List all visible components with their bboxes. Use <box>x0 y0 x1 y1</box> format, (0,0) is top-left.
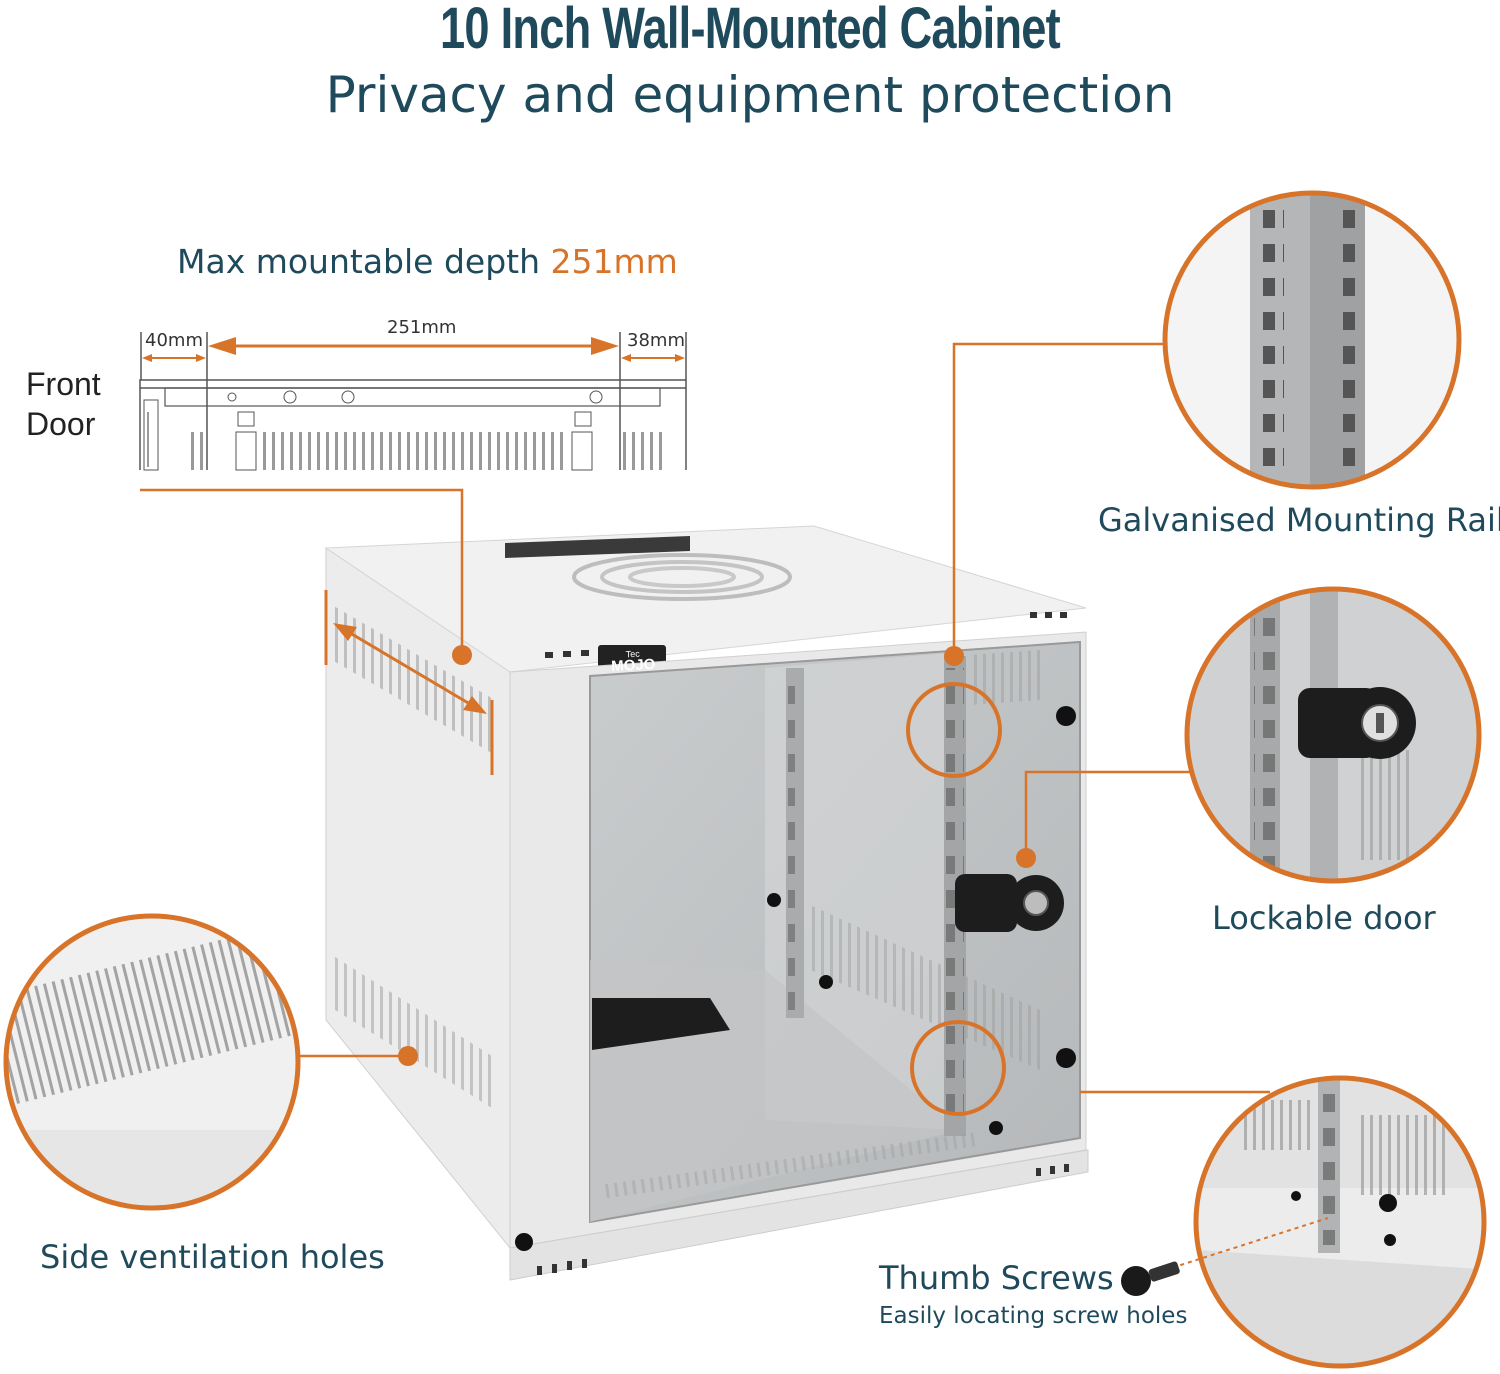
leader-lock <box>1024 770 1190 858</box>
door-screw <box>1056 706 1076 726</box>
floor-cable-opening <box>592 998 730 1050</box>
detail-thumb-ring <box>1193 1075 1487 1369</box>
detail-rail-ring <box>1162 190 1462 490</box>
screw-hole <box>341 390 355 404</box>
top-plate-outline <box>139 379 687 389</box>
side-depth-arrow <box>344 628 476 709</box>
leader-depth <box>140 488 464 655</box>
top-fan-grille <box>572 553 792 601</box>
callout-thumb-subtitle: Easily locating screw holes <box>879 1303 1188 1329</box>
callout-lock-label: Lockable door <box>1212 899 1436 937</box>
depth-heading-prefix: Max mountable depth <box>177 242 540 281</box>
marker-depth <box>452 645 472 665</box>
front-door-edge <box>143 399 159 471</box>
callout-rail-label: Galvanised Mounting Rail <box>1098 501 1500 539</box>
door-lock-handle <box>955 874 1017 932</box>
page-subtitle: Privacy and equipment protection <box>325 66 1175 124</box>
dim-arrowhead-right <box>591 337 619 355</box>
dim-rear-label: 38mm <box>627 330 685 351</box>
lock-cylinder <box>1023 890 1049 916</box>
page-title: 10 Inch Wall-Mounted Cabinet <box>440 0 1061 61</box>
callout-thumb-title: Thumb Screws <box>879 1259 1114 1297</box>
dim-arrowhead-left <box>208 337 236 355</box>
depth-heading-value: 251mm <box>550 242 678 281</box>
callout-vent-label: Side ventilation holes <box>40 1238 385 1276</box>
door-screw <box>1056 1048 1076 1068</box>
side-vent-top <box>332 605 495 755</box>
cabinet-bottom <box>509 1149 1089 1281</box>
detail-lock-ring <box>1184 586 1482 884</box>
cable-entry-brush <box>505 536 690 558</box>
screw-hole <box>283 390 297 404</box>
depth-heading: Max mountable depth 251mm <box>177 242 678 282</box>
front-door-line1: Front <box>26 366 101 402</box>
marker-vent <box>398 1046 418 1066</box>
detail-lock <box>1184 586 1482 884</box>
detail-vent <box>3 913 301 1211</box>
highlight-thumb <box>910 1020 1006 1116</box>
marker-lock <box>1016 848 1036 868</box>
cabinet-illustration <box>324 525 1089 1281</box>
dim-front-label: 40mm <box>145 330 203 351</box>
front-door-label: Front Door <box>26 364 101 444</box>
screw-hole <box>589 390 603 404</box>
side-vent-bottom <box>332 955 495 1110</box>
depth-drawing <box>139 332 687 471</box>
detail-rail <box>1162 190 1462 490</box>
brand-logo-big: MOJO <box>610 655 656 676</box>
vent-slots-drawing <box>260 432 568 470</box>
leader-rail <box>952 342 1163 656</box>
brand-logo-text: Tec MOJO <box>603 646 662 676</box>
dim-mid-label: 251mm <box>387 317 457 338</box>
callout-leaders <box>140 342 1270 1116</box>
screw-hole <box>227 392 237 402</box>
thumb-screw-icon <box>1121 1266 1151 1296</box>
front-door-line2: Door <box>26 406 96 442</box>
detail-thumb <box>1121 1075 1487 1369</box>
highlight-rail <box>906 682 1002 778</box>
detail-vent-ring <box>3 913 301 1211</box>
marker-rail <box>944 646 964 666</box>
